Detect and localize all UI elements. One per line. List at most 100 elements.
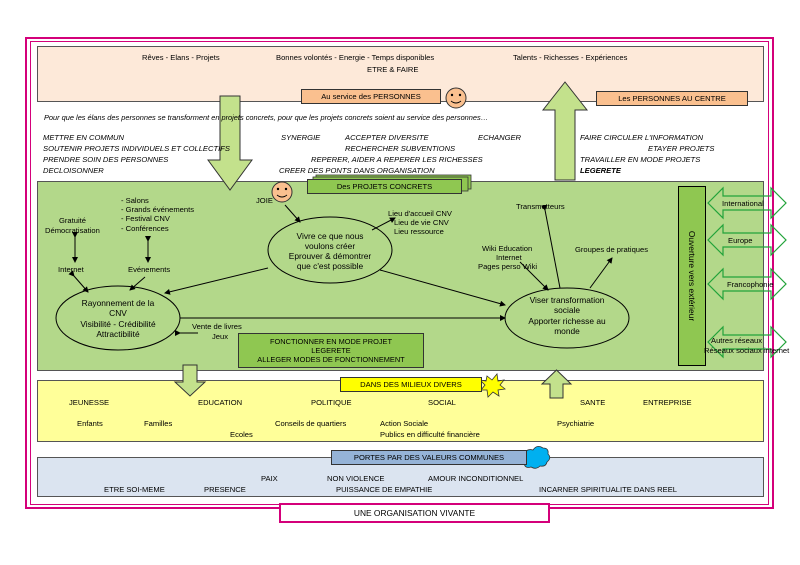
action-echanger: ECHANGER — [478, 133, 522, 142]
up-arrow-right — [541, 81, 589, 181]
down-arrow-bottom — [173, 364, 207, 397]
joie-label: JOIE — [256, 196, 273, 205]
left-ellipse-line3: Attractibilité — [96, 329, 140, 339]
vente-label: Vente de livres — [192, 322, 242, 331]
service-box-label: Au service des PERSONNES — [321, 92, 421, 101]
y-psychiatrie: Psychiatrie — [557, 419, 595, 428]
valeurs-box: PORTES PAR DES VALEURS COMMUNES — [331, 450, 527, 465]
ext-autres-reseaux: Autres réseaux — [711, 336, 763, 345]
ext-arrow-international — [707, 186, 787, 220]
wiki-0: Wiki Education — [482, 244, 533, 253]
footer-box: UNE ORGANISATION VIVANTE — [279, 503, 550, 523]
center-box-label: Les PERSONNES AU CENTRE — [618, 94, 726, 103]
gratuite-label: Gratuité — [59, 216, 87, 225]
ext-francophonie: Francophonie — [727, 280, 774, 289]
action-col4-1: ETAYER PROJETS — [648, 144, 715, 153]
left-ellipse-line2: Visibilité - Crédibilité — [80, 319, 156, 329]
valeurs-box-label: PORTES PAR DES VALEURS COMMUNES — [353, 453, 505, 462]
left-ellipse-shape — [55, 285, 181, 351]
smiley-icon-joie — [271, 181, 293, 203]
y-entreprise: ENTREPRISE — [643, 398, 692, 407]
democratisation-label: Démocratisation — [45, 226, 100, 235]
ouverture-label: Ouverture vers extérieur — [687, 230, 697, 322]
y-action-sociale: Action Sociale — [380, 419, 429, 428]
ext-reseaux-sociaux: Réseaux sociaux internet — [704, 346, 790, 355]
y-sante: SANTE — [580, 398, 606, 407]
top-reves: Rêves - Elans - Projets — [142, 53, 220, 62]
ext-europe: Europe — [728, 236, 753, 245]
down-arrow-top — [207, 95, 253, 191]
lieu-0: Lieu d'accueil CNV — [388, 209, 452, 218]
b-presence: PRESENCE — [204, 485, 246, 494]
y-publics: Publics en difficulté financière — [380, 430, 480, 439]
groupes-label: Groupes de pratiques — [575, 245, 649, 254]
y-enfants: Enfants — [77, 419, 103, 428]
action-col4-2: TRAVAILLER EN MODE PROJETS — [580, 155, 701, 164]
y-education: EDUCATION — [198, 398, 243, 407]
top-volontes: Bonnes volontés - Energie - Temps dispon… — [276, 53, 435, 62]
milieux-box: DANS DES MILIEUX DIVERS — [340, 377, 482, 392]
left-list-2: - Festival CNV — [121, 214, 170, 223]
y-familles: Familles — [144, 419, 173, 428]
mode-projet-1: LEGERETE — [311, 346, 351, 355]
wiki-2: Pages perso Wiki — [478, 262, 538, 271]
wiki-1: Internet — [496, 253, 522, 262]
lieu-2: Lieu ressource — [394, 227, 444, 236]
action-col4-3: LEGERETE — [580, 166, 621, 175]
center-ellipse-line0: Vivre ce que nous — [296, 231, 364, 241]
center-ellipse-shape — [267, 216, 393, 284]
b-amour: AMOUR INCONDITIONNEL — [428, 474, 524, 483]
y-politique: POLITIQUE — [311, 398, 352, 407]
ext-arrow-europe — [707, 223, 787, 257]
lieu-1: Lieu de vie CNV — [394, 218, 449, 227]
cloud-icon — [521, 446, 551, 469]
action-subventions: RECHERCHER SUBVENTIONS — [345, 144, 456, 153]
action-col4-0: FAIRE CIRCULER L'INFORMATION — [580, 133, 704, 142]
b-etre-soi: ETRE SOI-MEME — [104, 485, 165, 494]
y-social: SOCIAL — [428, 398, 456, 407]
projets-box-label: Des PROJETS CONCRETS — [336, 182, 433, 191]
right-ellipse-line2: Apporter richesse au — [528, 316, 606, 326]
ext-arrow-reseaux — [707, 325, 787, 359]
milieux-box-label: DANS DES MILIEUX DIVERS — [360, 380, 462, 389]
transmetteurs-label: Transmetteurs — [516, 202, 565, 211]
action-col1-2: PRENDRE SOIN DES PERSONNES — [43, 155, 169, 164]
intro-text: Pour que les élans des personnes se tran… — [44, 113, 489, 122]
jeux-label: Jeux — [212, 332, 229, 341]
action-ponts: CREER DES PONTS DANS ORGANISATION — [279, 166, 435, 175]
center-ellipse-line2: Eprouver & démontrer — [288, 251, 372, 261]
projets-box: Des PROJETS CONCRETS — [307, 179, 462, 194]
mode-projet-2: ALLEGER MODES DE FONCTIONNEMENT — [257, 355, 405, 364]
footer-label: UNE ORGANISATION VIVANTE — [353, 508, 476, 518]
b-non-violence: NON VIOLENCE — [327, 474, 385, 483]
right-ellipse-line3: monde — [554, 326, 580, 336]
center-ellipse-line3: que c'est possible — [296, 261, 364, 271]
center-ellipse-line1: voulons créer — [304, 241, 356, 251]
y-conseils: Conseils de quartiers — [275, 419, 347, 428]
mode-projet-0: FONCTIONNER EN MODE PROJET — [270, 337, 392, 346]
smiley-icon-top — [445, 87, 467, 109]
ext-international: International — [722, 199, 764, 208]
internet-label: Internet — [58, 265, 84, 274]
left-list-0: - Salons — [121, 196, 149, 205]
star-burst-icon — [478, 373, 506, 398]
service-box: Au service des PERSONNES — [301, 89, 441, 104]
up-arrow-bottom — [540, 369, 573, 399]
left-list-3: - Conférences — [121, 224, 169, 233]
y-ecoles: Ecoles — [230, 430, 253, 439]
mode-projet-box: FONCTIONNER EN MODE PROJET LEGERETE ALLE… — [238, 333, 424, 368]
b-paix: PAIX — [261, 474, 278, 483]
y-jeunesse: JEUNESSE — [69, 398, 110, 407]
left-ellipse-line1: CNV — [109, 308, 127, 318]
action-synergie: SYNERGIE — [281, 133, 321, 142]
action-diversite: ACCEPTER DIVERSITE — [345, 133, 429, 142]
action-col1-3: DECLOISONNER — [43, 166, 104, 175]
left-ellipse-line0: Rayonnement de la — [81, 298, 155, 308]
left-list-1: - Grands événements — [121, 205, 195, 214]
ouverture-box: Ouverture vers extérieur — [678, 186, 706, 366]
action-richesses: REPERER, AIDER A REPERER LES RICHESSES — [311, 155, 483, 164]
right-ellipse-line1: sociale — [553, 305, 581, 315]
top-talents: Talents - Richesses - Expériences — [513, 53, 628, 62]
b-empathie: PUISSANCE DE EMPATHIE — [336, 485, 433, 494]
action-col1-1: SOUTENIR PROJETS INDIVIDUELS ET COLLECTI… — [43, 144, 230, 153]
